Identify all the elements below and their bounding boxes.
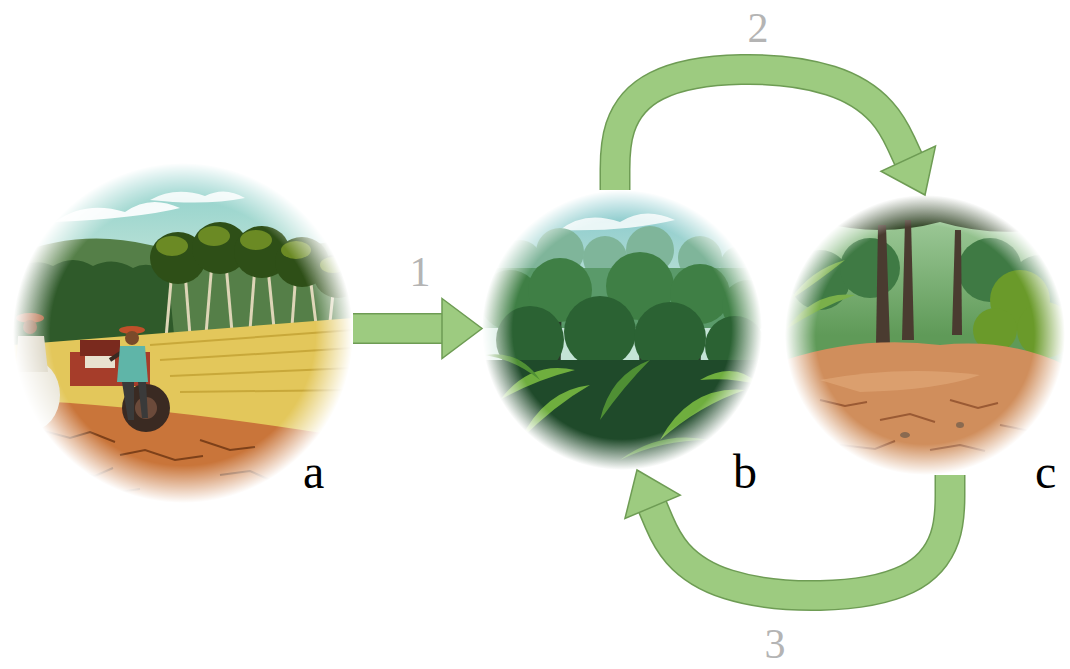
arrow-outline bbox=[615, 69, 908, 190]
arrow-outline bbox=[653, 475, 950, 596]
step-number: 1 bbox=[408, 251, 433, 293]
step-number: 2 bbox=[746, 7, 771, 49]
panel-letter: c bbox=[1035, 448, 1056, 496]
scene-circle: a bbox=[13, 163, 353, 503]
arrow-outline bbox=[353, 313, 442, 344]
scene-circle: b bbox=[482, 190, 762, 470]
panel-letter: b bbox=[733, 448, 757, 496]
flow-arrow bbox=[615, 69, 908, 190]
step-number: 3 bbox=[763, 623, 788, 665]
flow-arrow bbox=[653, 475, 950, 596]
farmland-scene bbox=[0, 163, 362, 503]
arrow-body bbox=[653, 475, 950, 596]
arrow-body bbox=[615, 69, 908, 190]
bare-soil-scene bbox=[785, 195, 1070, 475]
flow-arrow bbox=[353, 328, 442, 329]
panel-letter: a bbox=[303, 448, 324, 496]
rainforest-scene bbox=[480, 190, 774, 470]
arrow-body bbox=[353, 315, 442, 343]
scene-circle: c bbox=[785, 195, 1065, 475]
